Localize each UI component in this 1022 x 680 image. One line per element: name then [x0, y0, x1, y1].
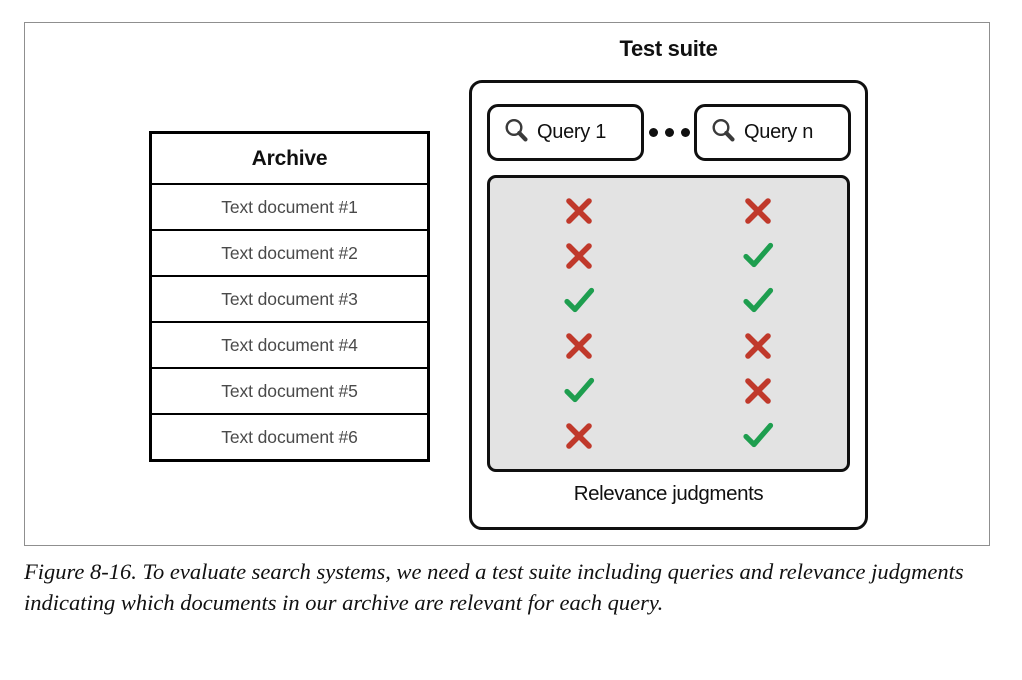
- archive-row: Text document #4: [152, 323, 427, 369]
- query-box-1[interactable]: Query 1: [487, 104, 644, 161]
- archive-row: Text document #5: [152, 369, 427, 415]
- archive-row: Text document #6: [221, 426, 358, 447]
- check-icon: [743, 423, 773, 448]
- cross-icon: [744, 378, 771, 405]
- check-icon: [743, 242, 773, 267]
- archive-row: Text document #1: [152, 185, 427, 231]
- ellipsis-dot: [664, 128, 674, 137]
- archive-row: Text document #2: [152, 231, 427, 277]
- judgment-column-query-n: [669, 178, 848, 469]
- figure-caption: Figure 8-16. To evaluate search systems,…: [24, 559, 964, 615]
- test-suite-title: Test suite: [619, 36, 718, 61]
- judgment-column-query-1: [490, 178, 669, 469]
- query-label: Query n: [744, 121, 814, 143]
- query-label: Query 1: [537, 121, 607, 143]
- ellipsis-separator: [645, 128, 694, 137]
- cross-icon: [566, 242, 593, 269]
- ellipsis-dot: [680, 128, 690, 137]
- check-icon: [743, 287, 773, 312]
- cross-icon: [566, 197, 593, 224]
- cross-icon: [744, 333, 771, 359]
- query-row: Query 1 Query n: [487, 104, 851, 161]
- cross-icon: [566, 333, 593, 359]
- search-icon: [503, 117, 530, 149]
- archive-table: Archive Text document #1 Text document #…: [149, 131, 430, 462]
- ellipsis-dot: [648, 128, 658, 137]
- archive-row: Text document #3: [152, 277, 427, 323]
- check-icon: [564, 287, 595, 312]
- relevance-judgments-label: Relevance judgments: [573, 482, 764, 505]
- check-icon: [564, 378, 595, 403]
- relevance-judgments-grid: [487, 175, 850, 472]
- cross-icon: [566, 423, 593, 450]
- search-icon: [710, 117, 737, 149]
- query-box-n[interactable]: Query n: [694, 104, 851, 161]
- cross-icon: [744, 197, 771, 224]
- archive-title: Archive: [152, 134, 427, 185]
